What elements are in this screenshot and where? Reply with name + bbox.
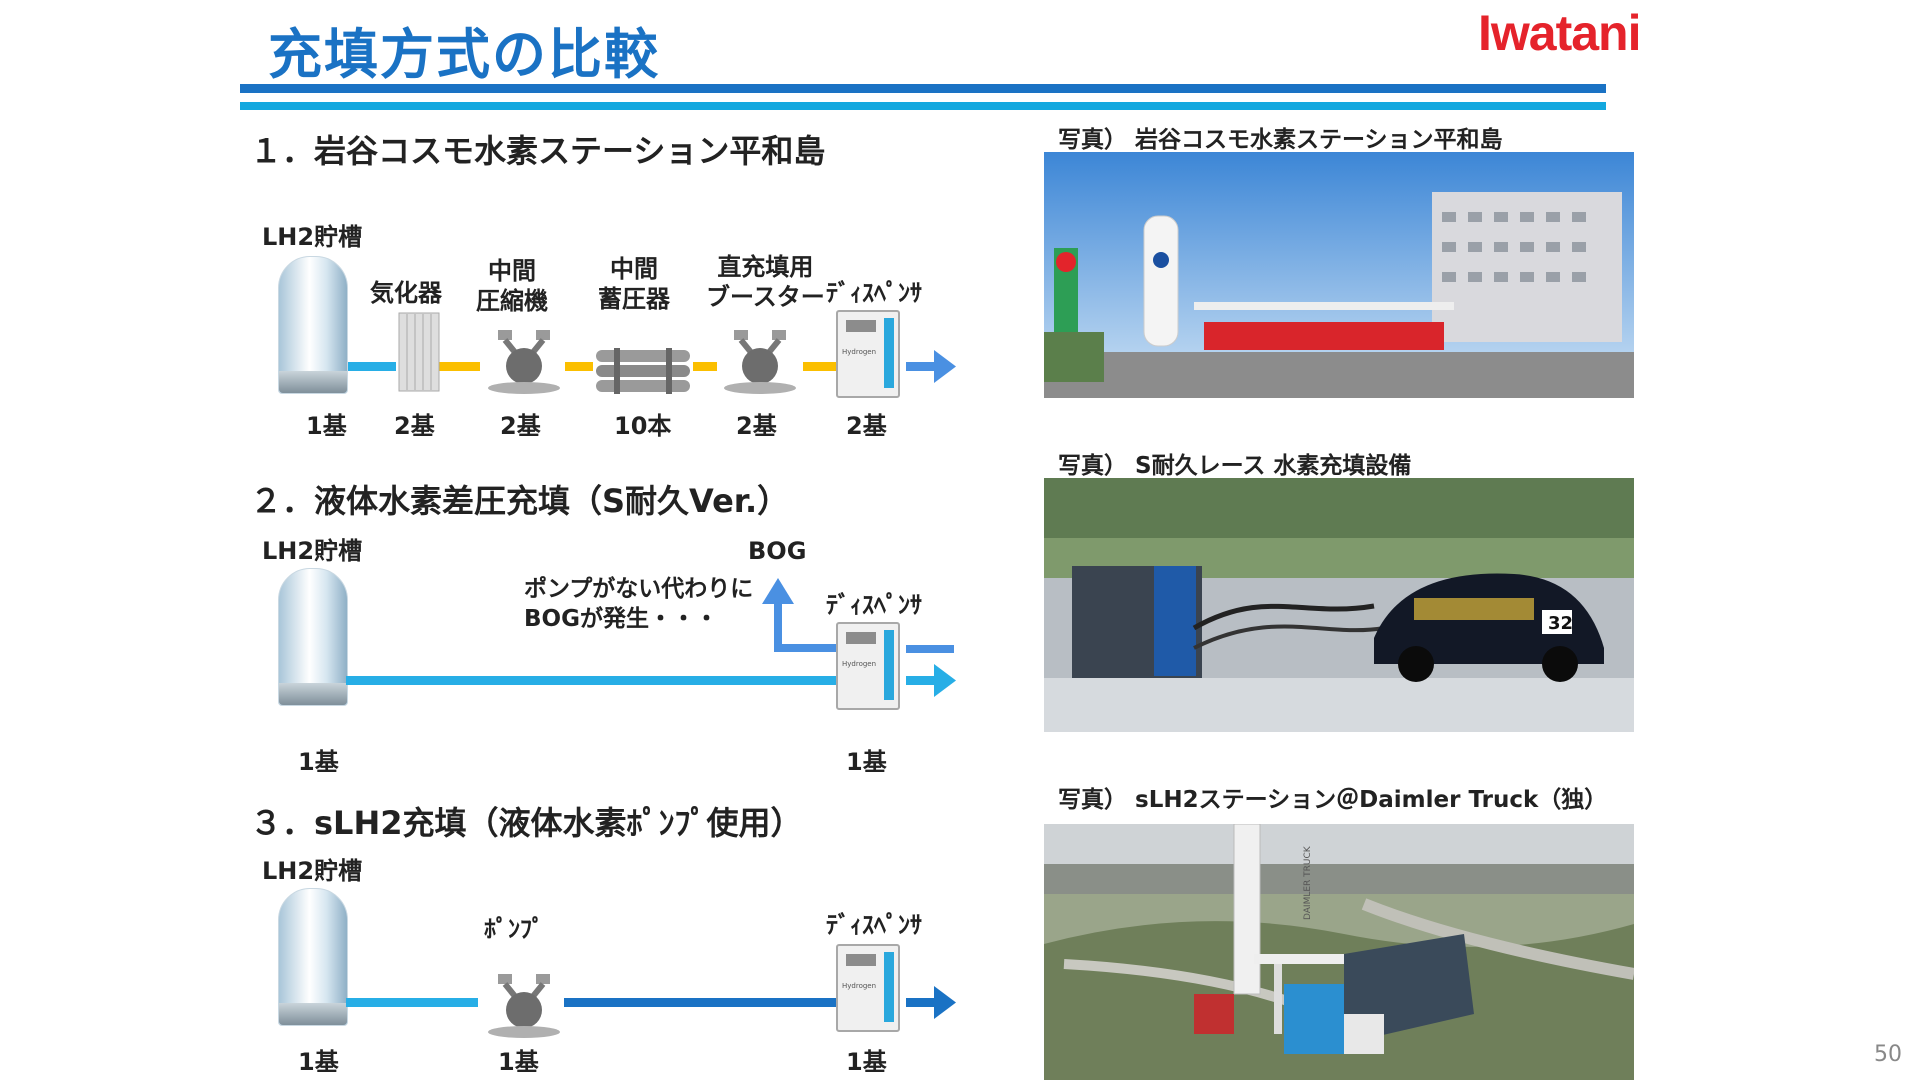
booster-label: 直充填用 ブースター: [706, 253, 825, 311]
photo-s-taikyu-refueling: 32: [1044, 478, 1634, 732]
section3-tank-label: LH2貯槽: [262, 857, 363, 885]
count-compressor: 2基: [500, 412, 541, 440]
section3-heading: ３．sLH2充填（液体水素ﾎﾟﾝﾌﾟ使用）: [250, 804, 803, 842]
lh2-tank-icon: [278, 256, 348, 394]
intermediate-compressor-icon: [488, 330, 560, 394]
section1-heading: １．岩谷コスモ水素ステーション平和島: [250, 132, 826, 170]
section1-outlet-arrow: [906, 350, 956, 383]
count-tank: 1基: [306, 412, 347, 440]
section1-gas-line-3: [693, 362, 717, 371]
photo-heiwajima-station: [1044, 152, 1634, 398]
section3-outlet-arrow: [906, 986, 956, 1019]
section2-tank-label: LH2貯槽: [262, 537, 363, 565]
page-title: 充填方式の比較: [268, 23, 660, 86]
compressor-label: 中間 圧縮機: [476, 257, 548, 315]
dispenser-label: ﾃﾞｨｽﾍﾟﾝｻ: [826, 279, 922, 307]
iwatani-logo: Iwatani: [1478, 5, 1641, 61]
accumulator-icon: [596, 348, 690, 394]
lh2-tank-icon: [278, 888, 348, 1026]
pump-icon: [488, 974, 560, 1038]
photo3-caption: 写真） sLH2ステーション＠Daimler Truck（独）: [1058, 787, 1608, 813]
count-vaporizer: 2基: [394, 412, 435, 440]
section1-dispenser-icon: Hydrogen: [836, 310, 900, 398]
section3-count-pump: 1基: [498, 1048, 539, 1076]
header-divider-primary: [240, 84, 1606, 93]
pump-label: ﾎﾟﾝﾌﾟ: [484, 915, 544, 943]
photo1-caption: 写真） 岩谷コスモ水素ステーション平和島: [1058, 127, 1503, 153]
bog-note: ポンプがない代わりに BOGが発生・・・: [524, 576, 754, 632]
section1-tank-label: LH2貯槽: [262, 223, 363, 251]
count-dispenser: 2基: [846, 412, 887, 440]
section3-pump-line: [564, 998, 836, 1007]
section2-heading: ２．液体水素差圧充填（S耐久Ver.）: [250, 482, 790, 520]
booster-compressor-icon: [724, 330, 796, 394]
section1-gas-line-2: [565, 362, 593, 371]
accumulator-label: 中間 蓄圧器: [598, 255, 670, 313]
section3-dispenser-icon: Hydrogen: [836, 944, 900, 1032]
count-booster: 2基: [736, 412, 777, 440]
section2-count-tank: 1基: [298, 748, 339, 776]
section3-dispenser-label: ﾃﾞｨｽﾍﾟﾝｻ: [826, 911, 922, 939]
header-divider-secondary: [240, 102, 1606, 110]
page-number: 50: [1874, 1042, 1902, 1067]
svg-text:DAIMLER TRUCK: DAIMLER TRUCK: [1303, 845, 1313, 920]
section3-count-tank: 1基: [298, 1048, 339, 1076]
lh2-tank-icon: [278, 568, 348, 706]
section3-lh2-line: [346, 998, 478, 1007]
photo2-caption: 写真） S耐久レース 水素充填設備: [1058, 453, 1412, 479]
photo-daimler-slh2-station: DAIMLER TRUCK: [1044, 824, 1634, 1080]
vaporizer-label: 気化器: [370, 279, 442, 307]
svg-text:32: 32: [1548, 613, 1573, 634]
section2-dispenser-label: ﾃﾞｨｽﾍﾟﾝｻ: [826, 591, 922, 619]
bog-arrow: [762, 578, 838, 652]
section2-count-dispenser: 1基: [846, 748, 887, 776]
section2-lh2-line: [346, 676, 836, 685]
section3-count-dispenser: 1基: [846, 1048, 887, 1076]
section1-gas-line-1: [438, 362, 480, 371]
vaporizer-icon: [398, 312, 440, 392]
section2-dispenser-icon: Hydrogen: [836, 622, 900, 710]
section2-upper-outlet-line: [906, 645, 954, 653]
section1-lh2-line: [346, 362, 396, 371]
section2-outlet-arrow: [906, 664, 956, 697]
count-accumulator: 10本: [614, 412, 672, 440]
section1-gas-line-4: [803, 362, 836, 371]
bog-label: BOG: [748, 537, 807, 565]
